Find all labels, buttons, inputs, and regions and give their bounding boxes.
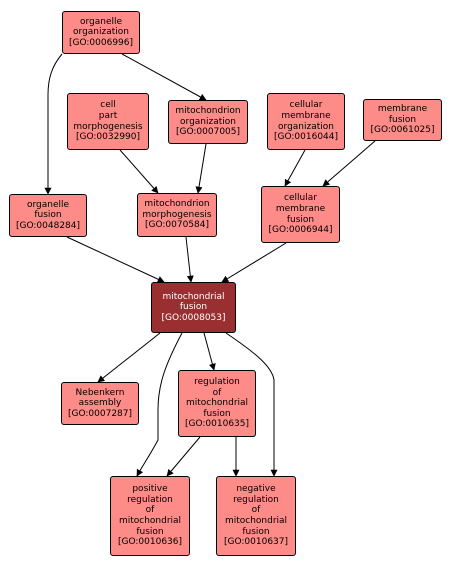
node-label-line: assembly [78,398,122,409]
node-label-line: of [212,387,222,398]
node-label-line: organization [278,121,334,132]
node-label-line: [GO:0032990] [75,132,141,143]
node-label-line: [GO:0010636] [117,537,183,548]
edge-mitochondrion-organization-to-mitochondrion-morphogenesis [195,143,207,194]
edge-mitochondrial-fusion-to-negative-regulation [225,332,278,477]
node-label-line: cell [100,100,116,111]
node-label-line: fusion [136,526,164,537]
edge-organelle-organization-to-mitochondrion-organization [121,53,207,101]
edge-mitochondrial-fusion-to-regulation [203,332,216,371]
node-label-line: mitochondrion [175,106,241,117]
node-label-line: [GO:0048284] [15,220,81,231]
node-mitochondrion-morphogenesis[interactable]: mitochondrion morphogenesis [GO:0070584] [137,193,217,237]
node-label-line: fusion [242,526,270,537]
node-label-line: of [145,505,155,516]
node-label-line: organelle [26,199,70,210]
edge-membrane-fusion-to-cellular-membrane-fusion [322,140,376,187]
node-label-line: cellular [284,193,317,204]
node-label-line: morphogenesis [73,121,143,132]
node-label-line: morphogenesis [142,209,212,220]
node-label-line: fusion [203,408,231,419]
node-nebenkern-assembly[interactable]: Nebenkern assembly [GO:0007287] [61,382,139,425]
node-label-line: [GO:0006996] [68,37,134,48]
edge-mitochondrion-morphogenesis-to-mitochondrial-fusion [185,236,194,283]
node-label-line: regulation [233,494,279,505]
node-label-line: membrane [377,104,428,115]
node-label-line: regulation [194,377,240,388]
node-cellular-membrane-organization[interactable]: cellular membrane organization [GO:00160… [267,93,345,150]
edge-mitochondrial-fusion-to-nebenkern-assembly [97,332,161,383]
node-label-line: regulation [127,494,173,505]
node-cell-part-morphogenesis[interactable]: cell part morphogenesis [GO:0032990] [67,93,149,150]
node-label-line: mitochondrial [185,398,249,409]
edge-cellular-membrane-fusion-to-mitochondrial-fusion [221,242,287,283]
edge-organelle-fusion-to-mitochondrial-fusion [66,236,165,283]
node-organelle-organization[interactable]: organelle organization [GO:0006996] [62,11,140,54]
node-label-line: negative [236,484,276,495]
node-mitochondrial-fusion[interactable]: mitochondrial fusion [GO:0008053] [151,282,236,333]
edge-cellular-membrane-organization-to-cellular-membrane-fusion [284,149,306,187]
node-label-line: fusion [388,114,417,125]
edge-cell-part-morphogenesis-to-mitochondrion-morphogenesis [119,149,159,194]
node-label-line: mitochondrial [224,516,288,526]
node-membrane-fusion[interactable]: membrane fusion [GO:0061025] [363,99,442,141]
node-label-line: positive [132,484,168,495]
node-label-line: [GO:0016044] [273,132,339,143]
node-positive-regulation-of-mitochondrial-fusion[interactable]: positive regulation of mitochondrial fus… [110,476,190,556]
node-negative-regulation-of-mitochondrial-fusion[interactable]: negative regulation of mitochondrial fus… [216,476,296,556]
node-label-line: organization [73,27,129,38]
node-cellular-membrane-fusion[interactable]: cellular membrane fusion [GO:0006944] [261,186,340,243]
node-label-line: [GO:0007005] [175,127,241,138]
node-label-line: [GO:0010637] [223,537,289,548]
edge-regulation-to-positive-regulation [166,436,201,477]
node-label-line: mitochondrial [118,516,182,526]
edge-organelle-organization-to-organelle-fusion [44,53,63,195]
node-mitochondrion-organization[interactable]: mitochondrion organization [GO:0007005] [168,100,248,144]
node-label-line: membrane [281,110,331,121]
node-label-line: fusion [286,214,315,225]
node-label-line: [GO:0006944] [268,225,333,236]
node-label-line: [GO:0008053] [161,312,226,323]
node-label-line: fusion [34,210,62,221]
node-label-line: [GO:0070584] [144,220,210,231]
node-label-line: organization [180,116,236,127]
node-label-line: organelle [79,16,123,27]
node-label-line: part [98,110,118,121]
node-label-line: [GO:0007287] [67,408,133,419]
node-label-line: membrane [275,203,326,214]
node-label-line: mitochondrial [162,291,225,302]
node-label-line: cellular [289,100,323,111]
node-label-line: of [251,505,261,516]
node-label-line: fusion [179,302,208,313]
node-label-line: Nebenkern [75,387,125,398]
node-label-line: mitochondrion [144,199,210,210]
edge-mitochondrial-fusion-to-positive-regulation [136,332,183,477]
node-regulation-of-mitochondrial-fusion[interactable]: regulation of mitochondrial fusion [GO:0… [178,370,256,437]
node-label-line: [GO:0061025] [370,125,435,136]
node-label-line: [GO:0010635] [184,419,250,430]
node-organelle-fusion[interactable]: organelle fusion [GO:0048284] [9,194,87,237]
